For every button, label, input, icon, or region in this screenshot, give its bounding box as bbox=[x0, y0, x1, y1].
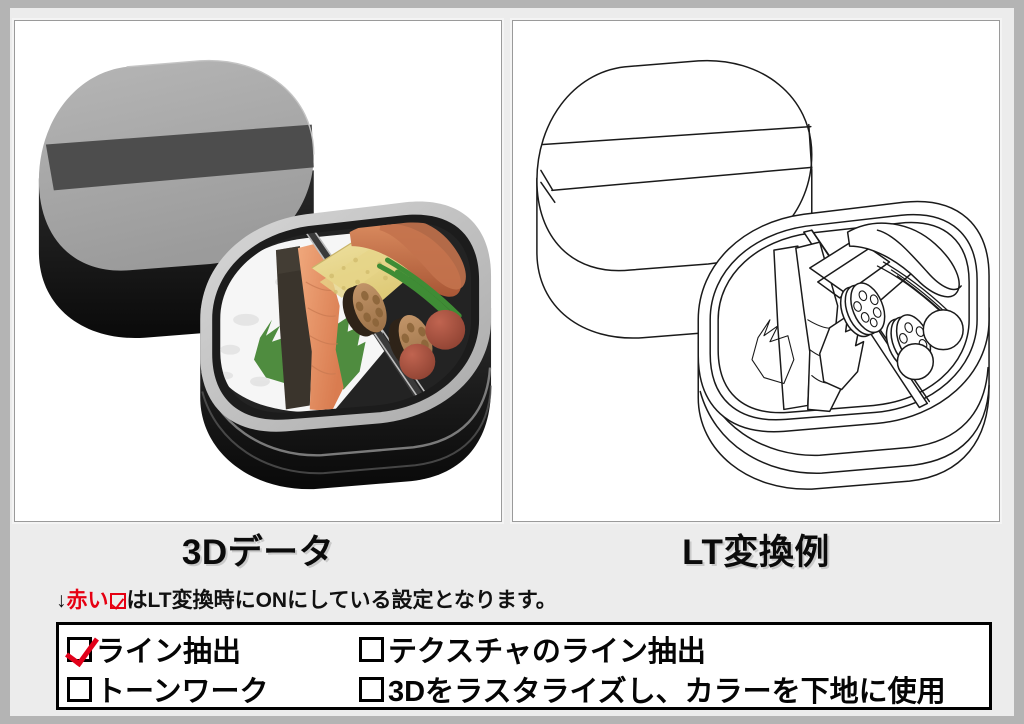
down-arrow-icon: ↓ bbox=[56, 589, 67, 612]
panel-3d-data[interactable] bbox=[14, 20, 502, 522]
panel-captions: 3Dデータ LT変換例 bbox=[10, 528, 1014, 578]
red-checked-box-icon bbox=[109, 593, 126, 609]
note-rest: はLT変換時にONにしている設定となります。 bbox=[126, 589, 557, 612]
settings-column-right: テクスチャのライン抽出 3Dをラスタライズし、カラーを下地に使用 bbox=[359, 629, 987, 709]
option-label: トーンワーク bbox=[96, 676, 269, 708]
bento-food bbox=[220, 222, 466, 413]
caption-lt-conversion: LT変換例 bbox=[682, 533, 830, 572]
option-label: 3Dをラスタライズし、カラーを下地に使用 bbox=[388, 676, 946, 708]
food-cherry-tomato bbox=[399, 309, 466, 380]
food-sausage bbox=[349, 222, 466, 297]
option-label: ライン抽出 bbox=[96, 636, 242, 668]
caption-3d-data: 3Dデータ bbox=[181, 533, 335, 572]
lt-settings-box: ライン抽出 トーンワーク テクスチャのライン抽出 3Dをラスタライズし、カラーを… bbox=[56, 622, 992, 710]
option-label: テクスチャのライン抽出 bbox=[388, 636, 706, 668]
note-line: ↓赤いはLT変換時にONにしている設定となります。 bbox=[56, 584, 557, 614]
checkbox-tone-work[interactable] bbox=[67, 676, 92, 702]
lineart-food bbox=[751, 222, 964, 413]
option-line-extraction[interactable]: ライン抽出 bbox=[67, 629, 357, 669]
option-rasterize-3d[interactable]: 3Dをラスタライズし、カラーを下地に使用 bbox=[359, 669, 987, 709]
settings-column-left: ライン抽出 トーンワーク bbox=[67, 629, 357, 709]
content-frame: 3Dデータ LT変換例 ↓赤いはLT変換時にONにしている設定となります。 ライ… bbox=[10, 8, 1014, 716]
panel-lt-conversion[interactable] bbox=[512, 20, 1000, 522]
checkbox-line-extraction[interactable] bbox=[67, 636, 92, 662]
checkbox-rasterize-3d[interactable] bbox=[359, 676, 384, 702]
bento-lid bbox=[38, 59, 315, 339]
lid-band bbox=[45, 124, 314, 191]
checkbox-texture-line-extraction[interactable] bbox=[359, 636, 384, 662]
option-tone-work[interactable]: トーンワーク bbox=[67, 669, 357, 709]
bento-lineart-render bbox=[536, 59, 990, 490]
note-red-lead: 赤い bbox=[66, 589, 109, 612]
option-texture-line-extraction[interactable]: テクスチャのライン抽出 bbox=[359, 629, 987, 669]
bento-3d-render bbox=[38, 59, 493, 490]
